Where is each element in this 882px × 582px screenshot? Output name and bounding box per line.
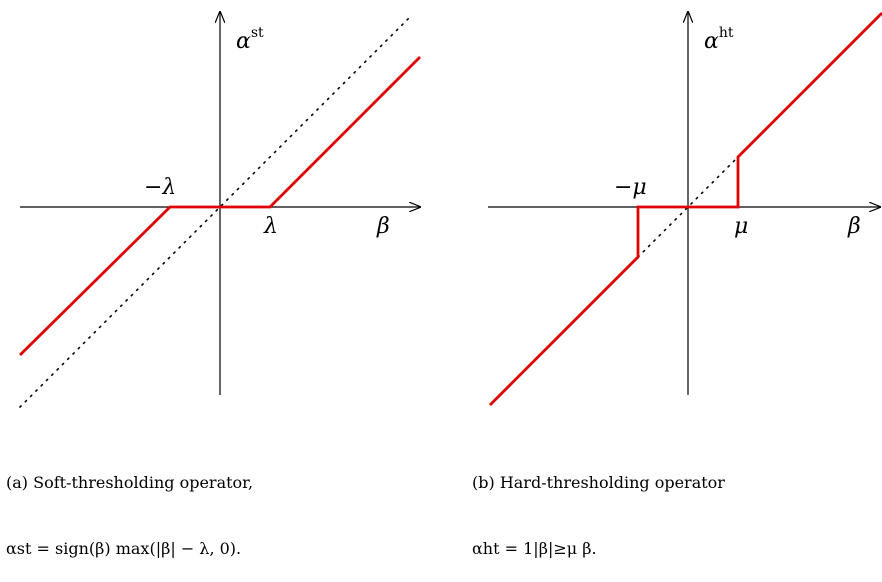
panel-b-positive-branch — [688, 12, 882, 209]
panel-a-identity-line — [19, 14, 413, 408]
panel-a-soft-thresholding: αst β −λ λ — [19, 12, 421, 408]
panel-a-lambda-label: λ — [263, 214, 278, 239]
panel-b-caption: (b) Hard-thresholding operator αht = 1|β… — [472, 428, 725, 582]
panel-b-y-label: αht — [704, 25, 734, 54]
panel-b-negative-branch — [489, 205, 688, 406]
panel-a-caption: (a) Soft-thresholding operator, αst = si… — [6, 428, 253, 582]
figure-canvas: αst β −λ λ αht β −μ μ — [19, 0, 882, 408]
panel-a-soft-threshold-curve — [19, 56, 421, 356]
panel-b-x-label: β — [847, 214, 861, 239]
panel-a-y-label: αst — [236, 25, 264, 54]
panel-b-caption-title: (b) Hard-thresholding operator — [472, 473, 725, 492]
panel-b-identity-dotted — [637, 156, 739, 258]
panel-b-mu-label: μ — [734, 214, 748, 239]
panel-a-caption-formula: αst = sign(β) max(|β| − λ, 0). — [6, 539, 242, 558]
panel-a-neg-lambda-label: −λ — [144, 175, 176, 200]
panel-b-hard-thresholding: αht β −μ μ — [488, 12, 882, 406]
panel-b-caption-formula: αht = 1|β|≥μ β. — [472, 539, 597, 558]
panel-a-caption-title: (a) Soft-thresholding operator, — [6, 473, 254, 492]
panel-a-x-label: β — [376, 214, 390, 239]
panel-b-neg-mu-label: −μ — [614, 175, 647, 200]
